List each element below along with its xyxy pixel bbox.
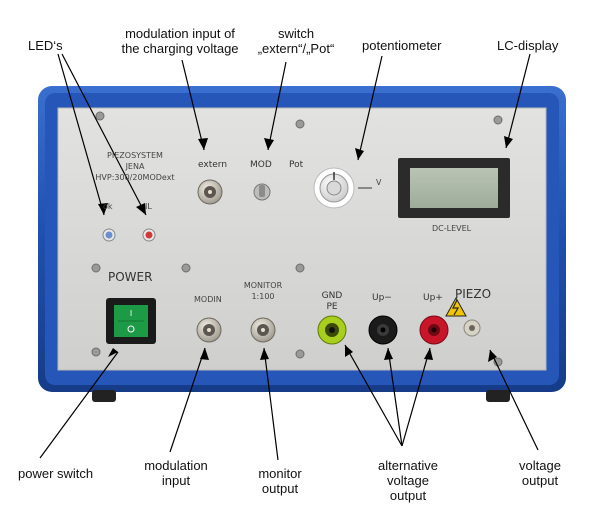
extern-label: extern bbox=[198, 160, 228, 170]
label-alternative-voltage-output: alternative voltage output bbox=[366, 458, 450, 503]
high-voltage-warning-icon bbox=[445, 296, 467, 317]
mod-label: MOD bbox=[250, 160, 272, 170]
label-modulation-charging-line2: the charging voltage bbox=[121, 41, 239, 56]
label-voltage-output: voltage output bbox=[500, 458, 580, 488]
svg-text:I: I bbox=[130, 309, 132, 318]
pointer-arrowheads bbox=[98, 136, 513, 362]
bnc-extern-icon bbox=[197, 179, 223, 205]
power-label: POWER bbox=[108, 270, 153, 284]
label-modulation-charging-line1: modulation input of bbox=[125, 26, 235, 41]
piezo-label: PIEZO bbox=[455, 287, 492, 301]
label-switch: switch „extern“/„Pot“ bbox=[236, 26, 356, 56]
power-switch-icon[interactable]: I bbox=[106, 298, 156, 344]
brand-label: PIEZOSYSTEM JENA HVP:300/20MODext bbox=[90, 150, 180, 183]
led-ok-label: ok bbox=[103, 202, 113, 211]
brand-line2: JENA bbox=[125, 162, 145, 171]
monitor-label-line2: 1:100 bbox=[251, 292, 275, 301]
piezo-connector-icon bbox=[463, 319, 481, 337]
label-lc-display: LC-display bbox=[497, 38, 559, 53]
up-minus-socket-icon bbox=[368, 315, 398, 345]
label-switch-line2: „extern“/„Pot“ bbox=[257, 41, 335, 56]
gnd-socket-icon bbox=[317, 315, 347, 345]
device-foot bbox=[92, 390, 116, 402]
up-minus-label: Up− bbox=[372, 293, 392, 303]
label-modulation-input-line2: input bbox=[161, 473, 191, 488]
toggle-switch-icon[interactable] bbox=[253, 183, 271, 201]
brand-line3: HVP:300/20MODext bbox=[95, 173, 175, 182]
gnd-label: GND PE bbox=[314, 291, 350, 313]
label-power-switch: power switch bbox=[18, 466, 94, 481]
label-leds: LED‘s bbox=[28, 38, 63, 53]
label-potentiometer: potentiometer bbox=[362, 38, 442, 53]
label-monitor-output-line1: monitor bbox=[258, 466, 302, 481]
label-alt-voltage-line2: voltage bbox=[387, 473, 429, 488]
potentiometer-knob-icon[interactable] bbox=[313, 167, 372, 209]
dc-level-label: DC-LEVEL bbox=[432, 224, 472, 233]
up-plus-socket-icon bbox=[419, 315, 449, 345]
modin-label: MODIN bbox=[194, 295, 222, 304]
brand-line1: PIEZOSYSTEM bbox=[107, 151, 163, 160]
gnd-label-line2: PE bbox=[326, 302, 338, 312]
label-alt-voltage-line3: output bbox=[389, 488, 427, 503]
up-plus-label: Up+ bbox=[423, 293, 443, 303]
led-ok-icon bbox=[102, 228, 116, 242]
led-il-icon bbox=[142, 228, 156, 242]
label-modulation-input-line1: modulation bbox=[144, 458, 208, 473]
label-monitor-output: monitor output bbox=[240, 466, 320, 496]
monitor-label: MONITOR 1:100 bbox=[238, 280, 288, 302]
lc-display-icon bbox=[398, 158, 510, 218]
v-label: V bbox=[376, 178, 382, 187]
label-monitor-output-line2: output bbox=[261, 481, 299, 496]
device-foot bbox=[486, 390, 510, 402]
bnc-modin-icon bbox=[196, 317, 222, 343]
label-modulation-charging: modulation input of the charging voltage bbox=[100, 26, 260, 56]
bnc-monitor-icon bbox=[250, 317, 276, 343]
label-modulation-input: modulation input bbox=[136, 458, 216, 488]
pointer-lines bbox=[39, 53, 539, 461]
label-alt-voltage-line1: alternative bbox=[378, 458, 438, 473]
gnd-label-line1: GND bbox=[321, 291, 343, 301]
led-il-label: IL bbox=[145, 202, 152, 211]
pot-label: Pot bbox=[289, 160, 304, 170]
label-voltage-output-line1: voltage bbox=[519, 458, 561, 473]
monitor-label-line1: MONITOR bbox=[243, 281, 283, 290]
label-voltage-output-line2: output bbox=[521, 473, 559, 488]
label-switch-line1: switch bbox=[277, 26, 315, 41]
